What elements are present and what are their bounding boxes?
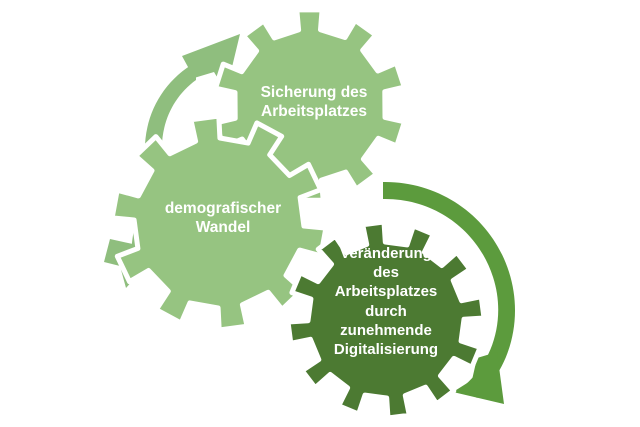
gear-dark (285, 219, 487, 421)
arrow-arc-right-icon (383, 181, 516, 404)
gear-dark-shape (285, 219, 487, 421)
gear-left-shape (109, 113, 329, 333)
gear-left (109, 113, 329, 333)
